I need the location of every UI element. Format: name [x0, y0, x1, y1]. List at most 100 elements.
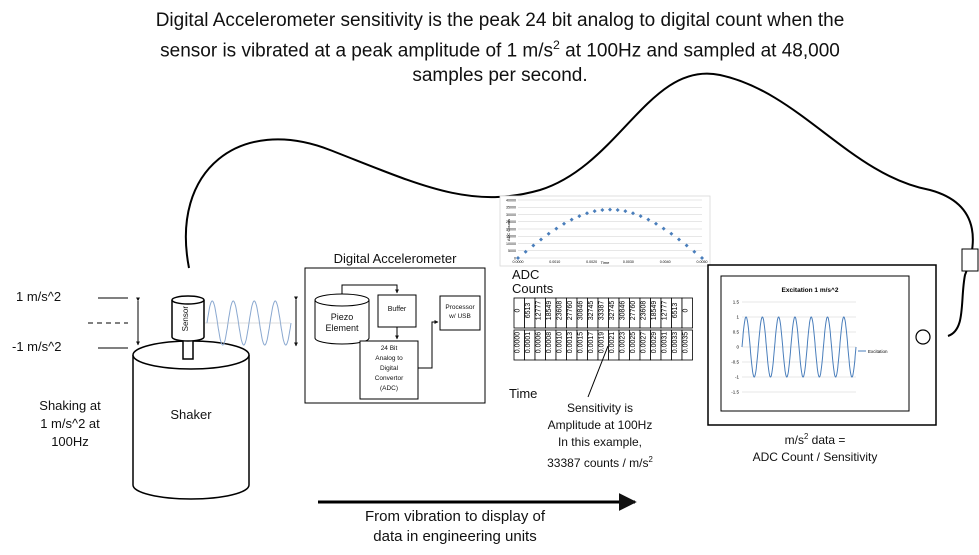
sensitivity-sup: 2 [648, 455, 653, 464]
table-time-value: 0.0033 [672, 332, 679, 354]
table-time-value: 0.0029 [651, 332, 658, 354]
adc-point [539, 237, 543, 242]
adc-point [531, 243, 536, 248]
adc-point [585, 211, 589, 216]
process-caption: From vibration to display of data in eng… [320, 507, 590, 547]
table-count-value: 27760 [630, 301, 637, 321]
table-header-time: Time [509, 386, 538, 401]
adc-label-line: Convertor [374, 375, 404, 382]
display-caption-line2: ADC Count / Sensitivity [752, 450, 878, 464]
table-count-value: 32745 [588, 301, 595, 321]
piezo-top [314, 293, 370, 307]
adc-ytick: 20000 [506, 227, 516, 231]
table-count-value: 18549 [546, 301, 553, 321]
sensitivity-line: In this example, [557, 435, 643, 449]
table-count-value: 12777 [535, 301, 542, 321]
display-caption: m/s2 data = ADC Count / Sensitivity [735, 428, 895, 466]
sensitivity-value: 33387 counts / m/s [547, 456, 649, 470]
adc-chart-xlabel: Time [601, 260, 611, 265]
adc-point [523, 249, 528, 254]
adc-point [692, 249, 697, 254]
shaker-caption: Shaking at 1 m/s^2 at 100Hz [30, 397, 110, 451]
processor-label-line: w/ USB [449, 313, 471, 320]
adc-ytick: 10000 [506, 242, 516, 246]
table-count-value: 32745 [609, 301, 616, 321]
adc-point [592, 209, 597, 214]
adc-ytick: 25000 [506, 220, 516, 224]
excitation-chart: 1.510.50-0.5-1-1.5 Excitation 1 m/s^2 Ex… [731, 286, 888, 395]
table-header-counts-line: ADC [512, 267, 540, 282]
table-time-value: 0.0031 [661, 332, 668, 354]
buffer-box [377, 294, 417, 328]
adc-xtick: 0.0000 [513, 260, 524, 264]
headline-part1: Digital Accelerometer sensitivity is the… [155, 10, 845, 62]
excitation-series [741, 316, 857, 378]
adc-point [631, 211, 635, 216]
adc-label-line: Analog to [375, 355, 403, 362]
table-time-value: 0.0008 [546, 332, 553, 354]
sensitivity-line: Amplitude at 100Hz [547, 418, 653, 432]
table-count-value: 6513 [525, 303, 532, 319]
adc-point [684, 243, 689, 248]
adc-to-processor-arrow [418, 320, 439, 369]
table-time-value: 0.0023 [619, 332, 626, 354]
sensitivity-line: 33387 counts / m/s2 [535, 451, 665, 472]
adc-point [546, 231, 551, 236]
excitation-chart-title: Excitation 1 m/s^2 [782, 286, 839, 294]
adc-point [600, 208, 605, 213]
buffer-label: Buffer [387, 306, 407, 313]
excitation-ytick: -1.5 [731, 390, 739, 395]
adc-point [562, 221, 566, 226]
table-time-value: 0.0021 [609, 332, 616, 354]
adc-point [623, 209, 628, 214]
table-time-value: 0.0000 [514, 332, 521, 354]
table-time-cell [681, 329, 693, 361]
piezo-to-buffer-arrow [341, 284, 399, 294]
shaker-caption-line: Shaking at [39, 398, 101, 413]
adc-point [608, 207, 612, 212]
sensor-body [171, 300, 205, 342]
piezo-label: Piezo Element [315, 312, 369, 334]
excitation-ytick: 0 [736, 345, 739, 350]
adc-ytick: 30000 [506, 213, 516, 217]
sensor-label: Sensor [181, 306, 190, 332]
processor-label-line: Processor [445, 304, 475, 311]
shaker-body [132, 355, 250, 500]
headline-superscript: 2 [553, 38, 560, 52]
excitation-ytick: -0.5 [731, 360, 739, 365]
process-caption-line: data in engineering units [373, 528, 537, 545]
table-time-value: 0.0017 [588, 332, 595, 354]
adc-point [516, 256, 520, 260]
adc-ytick: 35000 [506, 206, 516, 210]
table-count-value: 30846 [619, 301, 626, 321]
piezo-body [314, 300, 370, 345]
adc-label-line: 24 Bit [380, 345, 398, 352]
adc-point [569, 217, 574, 222]
shaker-caption-line: 100Hz [51, 434, 89, 449]
amp-bottom-label: -1 m/s^2 [12, 339, 62, 354]
adc-point [677, 237, 681, 242]
adc-point [554, 226, 559, 231]
table-count-value: 18549 [651, 301, 658, 321]
adc-point [661, 226, 666, 231]
processor-label: Processor w/ USB [440, 303, 480, 321]
piezo-label-line: Piezo [330, 312, 354, 322]
adc-ytick: 40000 [506, 198, 516, 202]
adc-box [359, 340, 419, 400]
headline-part2: at 100Hz and sampled at 48,000 samples p… [412, 40, 840, 87]
excitation-ytick: -1 [735, 375, 739, 380]
adc-label-line: (ADC) [379, 385, 399, 392]
adc-xtick: 0.0020 [586, 260, 597, 264]
display-button [915, 329, 931, 345]
table-time-value: 0.0019 [598, 332, 605, 354]
usb-connector [961, 248, 979, 272]
adc-point [700, 256, 704, 260]
adc-chart-ylabel: ADC Counts [506, 219, 511, 241]
adc-point [615, 208, 620, 213]
table-time-value: 0.0010 [556, 332, 563, 354]
table-count-value: 23608 [556, 301, 563, 321]
table-count-value: 27760 [567, 301, 574, 321]
table-count-cell [681, 297, 693, 329]
